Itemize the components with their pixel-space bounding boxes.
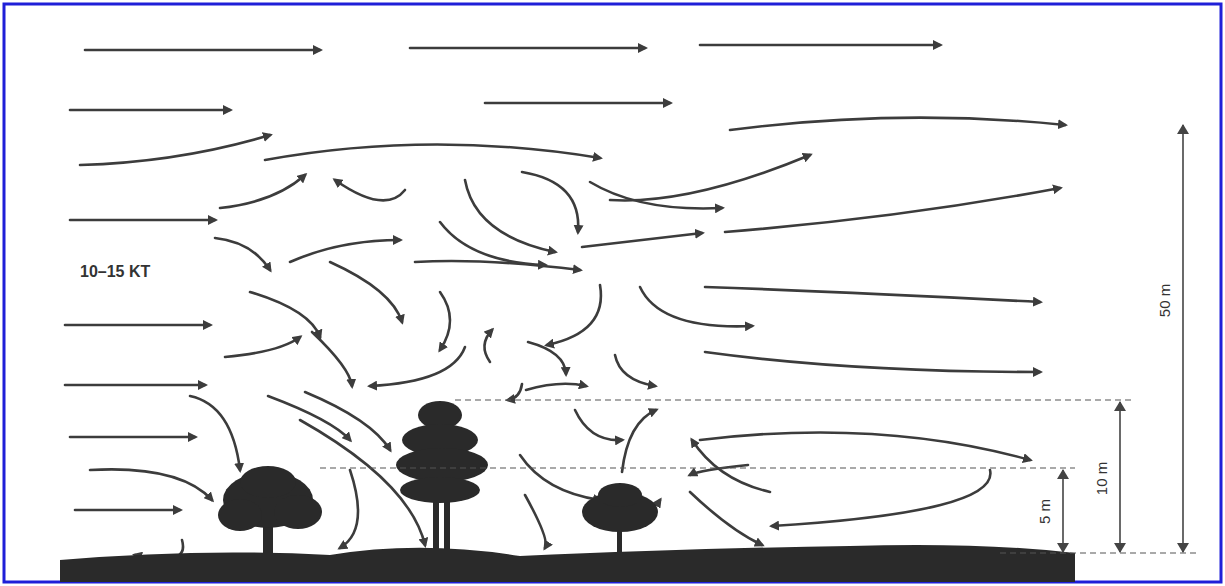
trees	[218, 401, 658, 555]
dimension-arrows	[1063, 125, 1183, 552]
frame	[4, 4, 1221, 582]
dimension-label: 5 m	[1036, 498, 1053, 523]
dimension-label: 10 m	[1093, 461, 1110, 494]
wind-arrows	[65, 45, 1065, 559]
dimension-label: 50 m	[1156, 283, 1173, 316]
height-guides	[320, 400, 1200, 553]
wind-speed-label: 10–15 KT	[80, 263, 150, 281]
ground	[60, 545, 1075, 582]
